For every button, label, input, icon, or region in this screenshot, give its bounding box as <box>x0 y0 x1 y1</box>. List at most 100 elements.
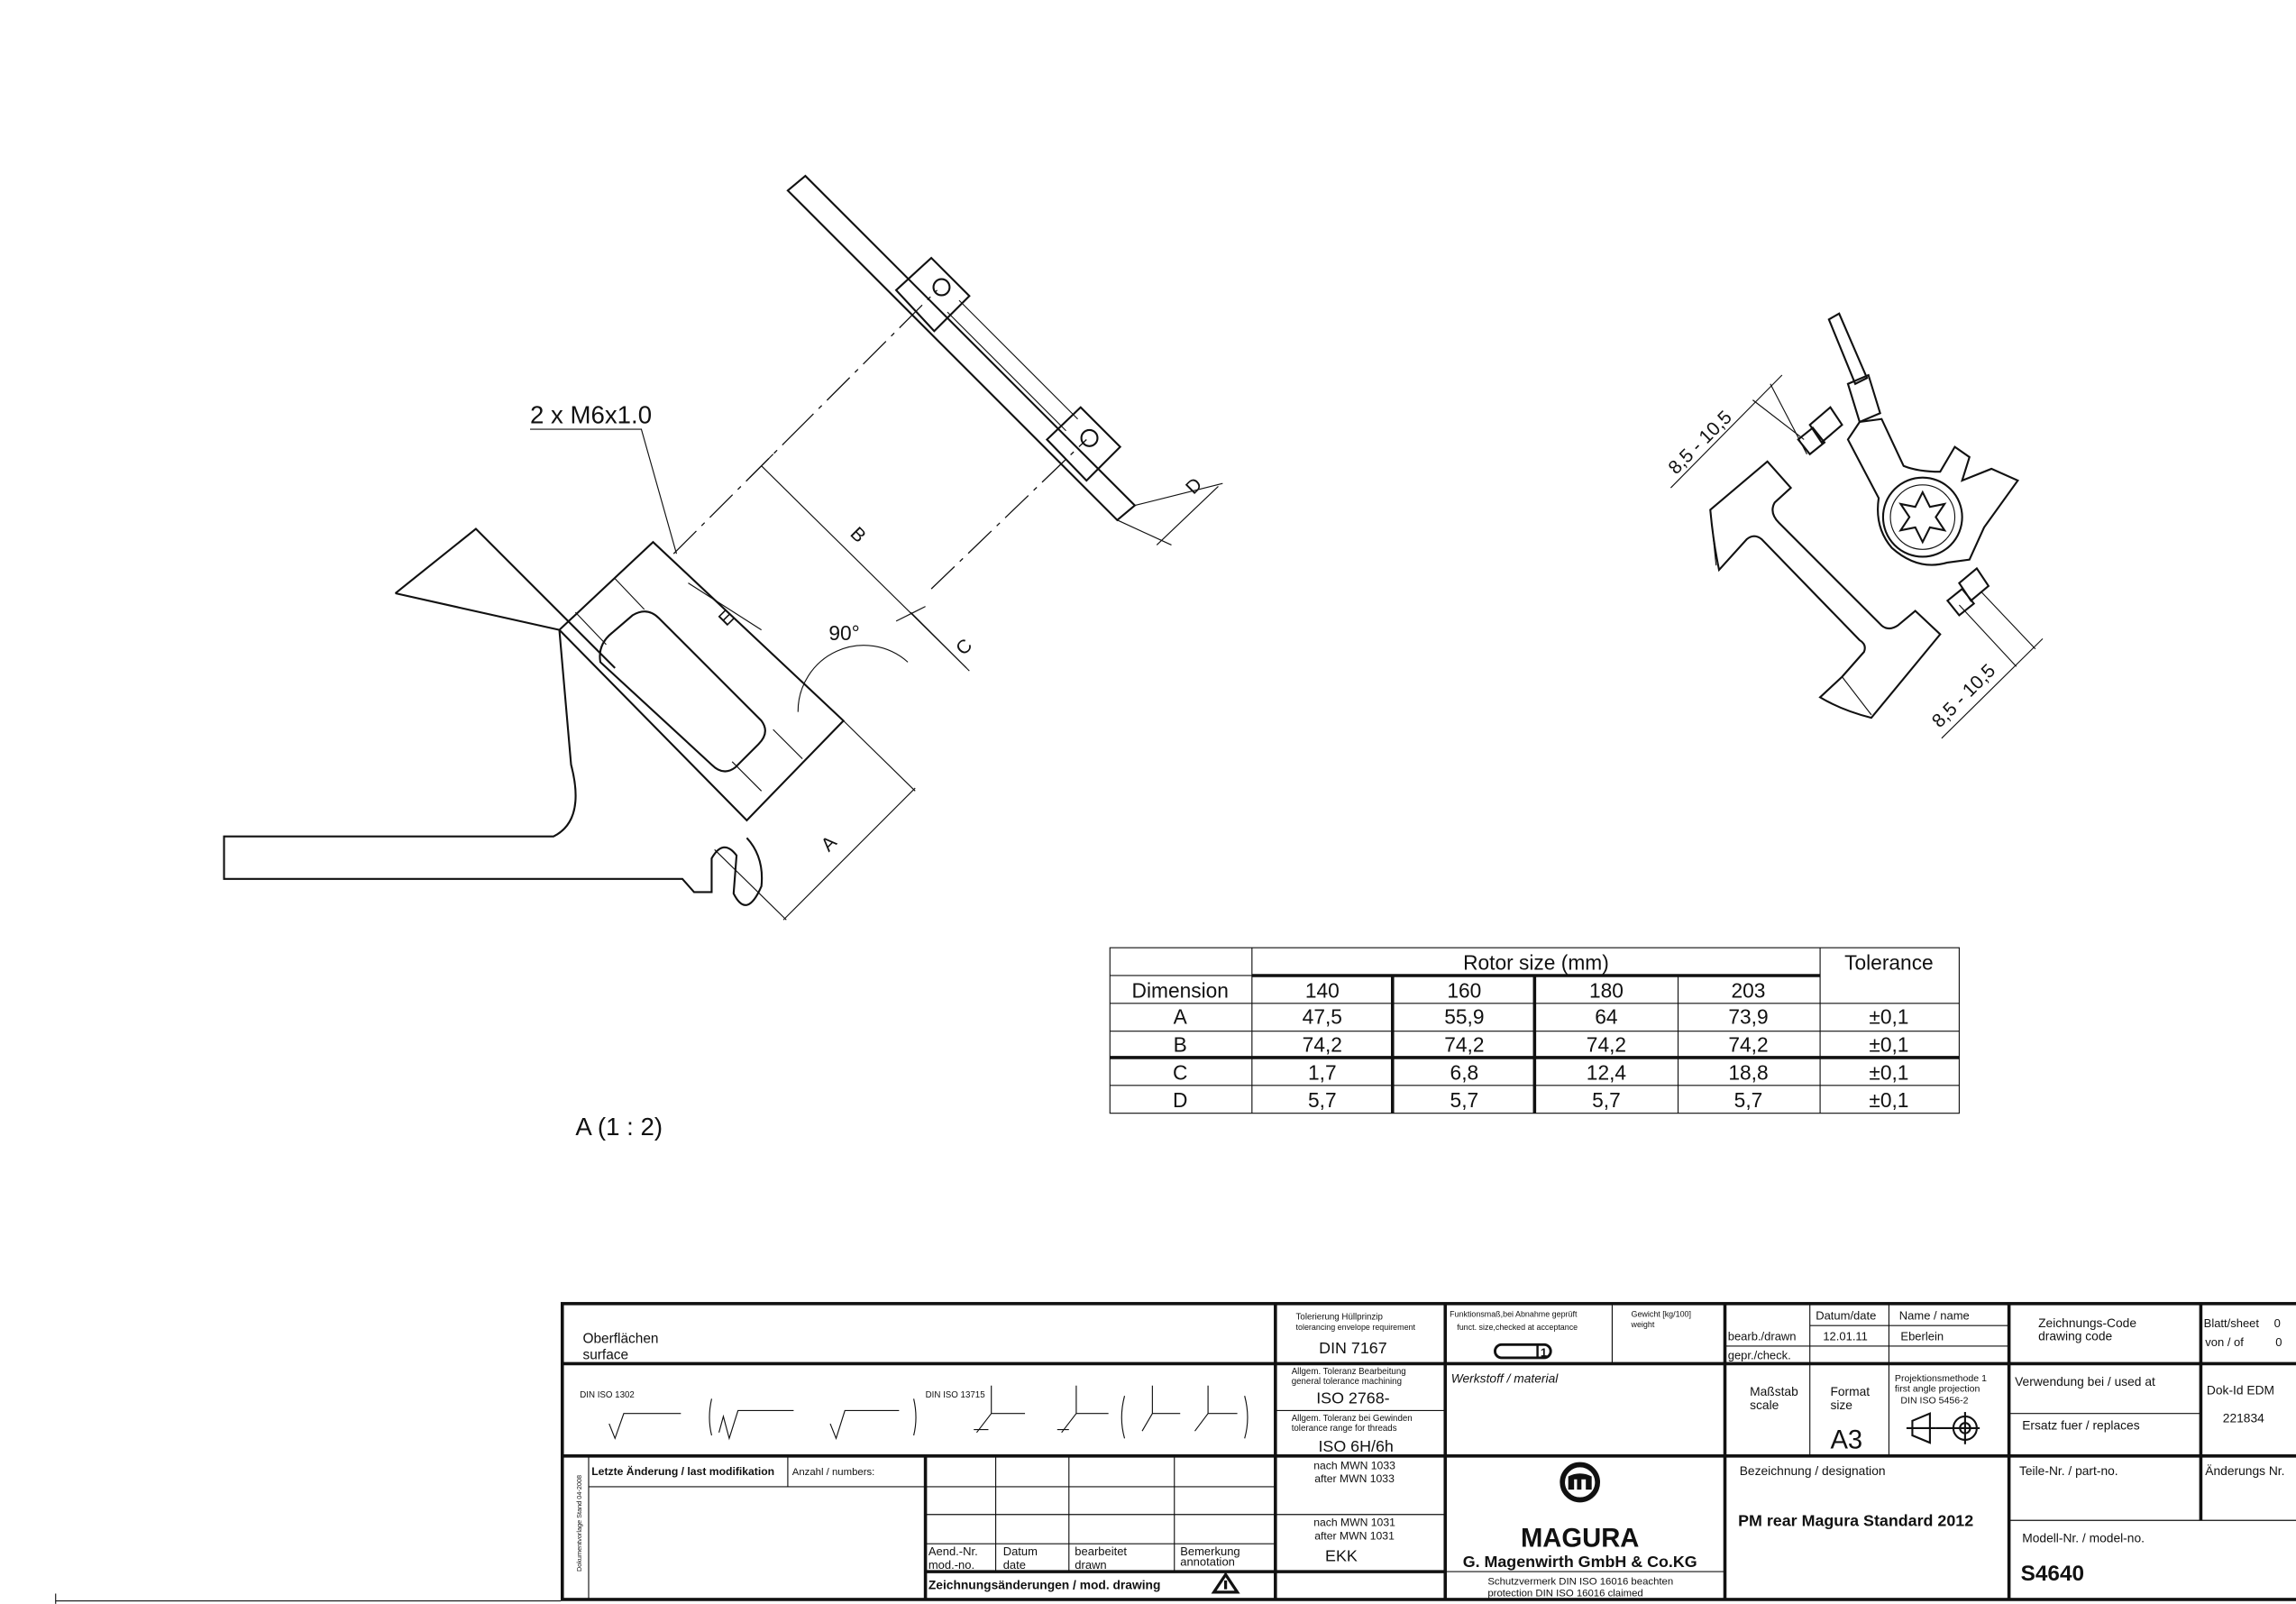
hatch-line <box>731 761 763 792</box>
centerline <box>930 439 1087 590</box>
doc-id-value: 221834 <box>2223 1411 2264 1425</box>
dimension-header: Dimension <box>1132 978 1229 1002</box>
material-label: Werkstoff / material <box>1451 1372 1560 1386</box>
caliper-assembly-view: 8,5 - 10,5 8,5 - 10,5 <box>1664 312 2044 739</box>
scale-label: Maßstab <box>1750 1385 1798 1398</box>
dimension-name-cell: B <box>1174 1032 1187 1056</box>
rotor-size-header-cell: 203 <box>1732 978 1766 1002</box>
change-no-label: Änderungs Nr. <box>2205 1463 2284 1478</box>
annotation-header: Bemerkung <box>1180 1544 1239 1558</box>
din-iso-13715-label: DIN ISO 13715 <box>926 1390 985 1400</box>
mod-no-header-en: mod.-no. <box>928 1558 974 1572</box>
extension-line <box>714 848 787 921</box>
upper-mounting-bolt <box>1797 406 1843 456</box>
of-value: 0 <box>2275 1335 2282 1349</box>
dimension-line-lower <box>1941 637 2044 739</box>
format-value: A3 <box>1830 1426 1862 1455</box>
protection-note-en: protection DIN ISO 16016 claimed <box>1487 1589 1642 1599</box>
checked-row-label: gepr./check. <box>1728 1349 1791 1362</box>
envelope-value: DIN 7167 <box>1319 1339 1387 1357</box>
hatch-line <box>574 611 607 646</box>
projection-standard: DIN ISO 5456-2 <box>1900 1395 1968 1406</box>
upper-mount-pad <box>894 256 971 333</box>
scale-label-en: scale <box>1750 1398 1779 1412</box>
date-header-en: date <box>1003 1558 1026 1572</box>
tolerance-cell: ±0,1 <box>1869 1060 1908 1084</box>
functional-size-symbol-number: 1 <box>1541 1345 1547 1359</box>
mwn1031-label-en: after MWN 1031 <box>1314 1529 1395 1542</box>
lower-bolt-hole-icon <box>1080 428 1099 447</box>
title-block: Oberflächen surface DIN ISO 1302 DIN ISO… <box>55 1302 2296 1604</box>
dimension-value-cell: 12,4 <box>1587 1060 1626 1084</box>
thread-tolerance-label-en: tolerance range for threads <box>1292 1424 1397 1434</box>
rotor-size-header-cell: 160 <box>1447 978 1481 1002</box>
rotor-size-header: Rotor size (mm) <box>1463 950 1609 974</box>
projection-label: Projektionsmethode 1 <box>1895 1373 1987 1384</box>
envelope-label: Tolerierung Hüllprinzip <box>1296 1313 1383 1323</box>
first-angle-projection-icon <box>1906 1412 1980 1444</box>
din-iso-1302-label: DIN ISO 1302 <box>580 1390 635 1400</box>
upper-range-label: 8,5 - 10,5 <box>1664 407 1735 478</box>
weight-label: Gewicht [kg/100] <box>1632 1309 1691 1318</box>
dimension-line-upper <box>1669 374 1783 489</box>
dimension-label-c: C <box>952 635 976 659</box>
drawn-date: 12.01.11 <box>1823 1329 1868 1343</box>
extension-line <box>1117 519 1172 545</box>
angle-arc <box>797 645 909 712</box>
model-no-value: S4640 <box>2021 1562 2084 1586</box>
tick <box>895 606 926 622</box>
angle-label: 90° <box>828 621 859 645</box>
centerline <box>790 289 938 437</box>
format-label: Format <box>1830 1385 1870 1398</box>
adapter-bar <box>786 174 1137 522</box>
dimension-value-cell: 5,7 <box>1734 1088 1763 1112</box>
dimension-value-cell: 5,7 <box>1308 1088 1337 1112</box>
date-header: Datum <box>1003 1544 1038 1558</box>
dimension-value-cell: 74,2 <box>1587 1032 1626 1056</box>
surface-label: Oberflächen <box>582 1332 658 1347</box>
part-no-label: Teile-Nr. / part-no. <box>2019 1464 2118 1478</box>
projection-label-en: first angle projection <box>1895 1383 1980 1394</box>
extension-line <box>1134 482 1223 507</box>
company-name: G. Magenwirth GmbH & Co.KG <box>1463 1553 1697 1571</box>
bracket-edge <box>1841 676 1872 716</box>
logo-wordmark: MAGURA <box>1521 1524 1639 1553</box>
upper-bolt-hole-icon <box>932 278 951 297</box>
lower-range-label: 8,5 - 10,5 <box>1928 660 1999 731</box>
dimension-line-e <box>688 582 762 631</box>
drawing-code-label-en: drawing code <box>2038 1329 2112 1343</box>
of-label: von / of <box>2205 1335 2244 1349</box>
doc-id-label: Dok-Id EDM <box>2207 1384 2274 1398</box>
surface-roughness-symbols <box>608 1385 1249 1441</box>
caliper-piston-outer <box>1881 476 1963 558</box>
general-tolerance-value: ISO 2768- <box>1316 1389 1389 1407</box>
extension-line <box>1980 591 2036 650</box>
brake-hose <box>1827 312 1869 386</box>
drawn-name: Eberlein <box>1900 1329 1944 1343</box>
centerline <box>672 435 791 555</box>
dimension-value-cell: 74,2 <box>1728 1032 1768 1056</box>
rotor-size-header-cell: 180 <box>1589 978 1624 1002</box>
mod-no-header: Aend.-Nr. <box>928 1544 978 1558</box>
model-no-label: Modell-Nr. / model-no. <box>2022 1532 2145 1545</box>
thread-tolerance-value: ISO 6H/6h <box>1318 1437 1393 1455</box>
caliper-piston-inner <box>1889 484 1956 550</box>
designation-value: PM rear Magura Standard 2012 <box>1738 1512 1973 1530</box>
weight-label-en: weight <box>1631 1320 1655 1329</box>
numbers-label: Anzahl / numbers: <box>792 1467 875 1478</box>
tolerance-cell: ±0,1 <box>1869 1088 1908 1112</box>
frame-dropout-outline <box>223 527 764 906</box>
mwn1033-label: nach MWN 1033 <box>1313 1459 1395 1471</box>
dimension-value-cell: 55,9 <box>1444 1005 1484 1029</box>
thread-leader-line <box>530 428 678 555</box>
format-label-en: size <box>1830 1398 1852 1412</box>
mwn1031-value: EKK <box>1325 1547 1358 1565</box>
extension-line <box>1958 604 2017 667</box>
protection-note: Schutzvermerk DIN ISO 16016 beachten <box>1487 1577 1673 1588</box>
drawn-row-label: bearb./drawn <box>1728 1329 1797 1343</box>
dimension-line-c <box>910 611 970 672</box>
functional-size-label-en: funct. size,checked at acceptance <box>1457 1323 1578 1332</box>
dimension-name-cell: D <box>1173 1088 1187 1112</box>
dimension-value-cell: 6,8 <box>1450 1060 1479 1084</box>
